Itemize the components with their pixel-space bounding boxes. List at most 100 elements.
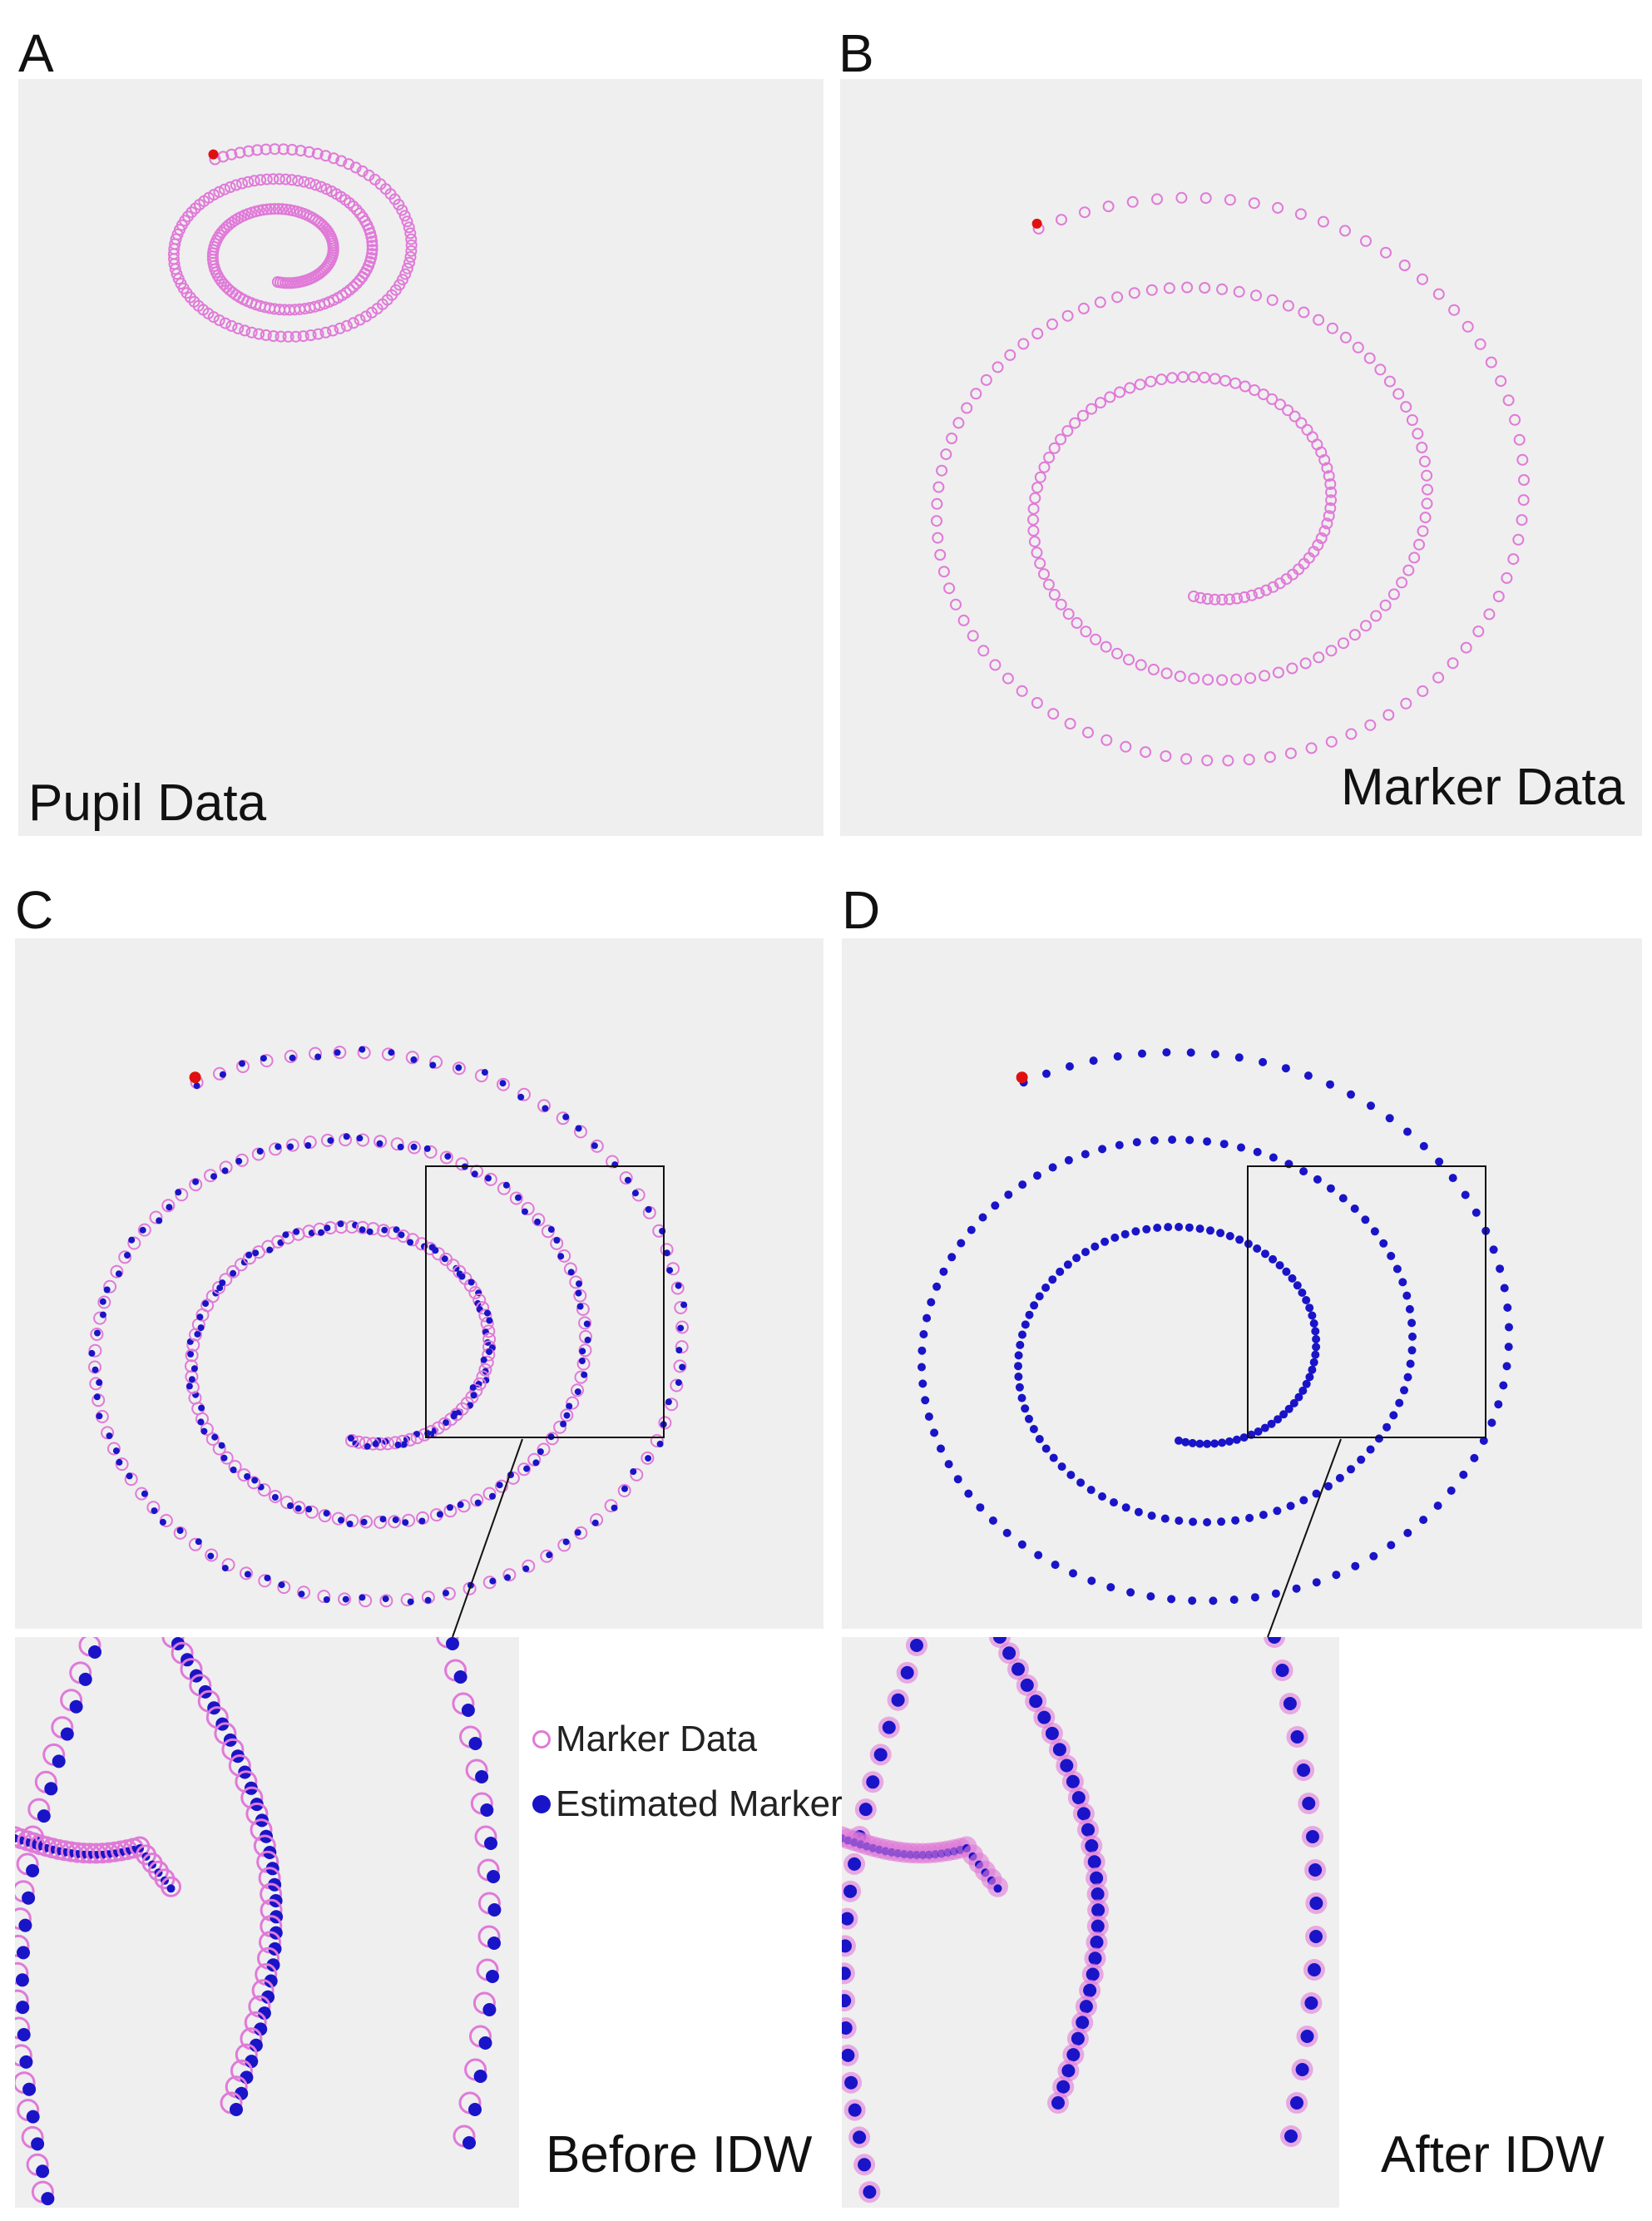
marker-point [1313, 651, 1325, 664]
estimated-point [1162, 1048, 1171, 1057]
pupil-data-plot [167, 143, 418, 343]
marker-point [275, 330, 287, 343]
estimated-point [444, 1153, 452, 1160]
marker-point [398, 210, 411, 222]
estimated-point [271, 1494, 279, 1501]
estimated-point [393, 1226, 400, 1234]
estimated-point [1461, 1190, 1470, 1200]
marker-point [331, 1511, 345, 1526]
marker-point [88, 1343, 102, 1358]
estimated-point [947, 1253, 957, 1262]
estimated-point [563, 1412, 571, 1419]
estimated-point [1435, 1157, 1444, 1166]
marker-point [1239, 380, 1251, 393]
estimated-point [1232, 1435, 1241, 1444]
estimated-point [1098, 1145, 1107, 1154]
marker-point [1123, 654, 1135, 665]
marker-point [1181, 281, 1194, 294]
estimated-point [1021, 1320, 1030, 1329]
marker-point [405, 233, 418, 245]
marker-point [1266, 294, 1279, 306]
marker-point [1298, 306, 1310, 319]
marker-point [1124, 382, 1136, 394]
marker-point [1305, 742, 1318, 754]
marker-point [1448, 304, 1461, 316]
marker-point [103, 1279, 117, 1294]
estimated-point [1168, 1135, 1177, 1145]
marker-point [282, 330, 294, 343]
marker-point [236, 177, 248, 190]
marker-point [431, 1421, 445, 1435]
marker-point [1360, 235, 1372, 247]
estimated-point [1034, 1551, 1043, 1560]
estimated-point [1313, 1175, 1322, 1184]
estimated-point [1035, 1435, 1044, 1443]
estimated-point [1134, 1507, 1143, 1516]
marker-point [1253, 587, 1265, 599]
marker-point [338, 1592, 352, 1606]
marker-point [1387, 588, 1400, 601]
estimated-point [1312, 1343, 1321, 1352]
marker-point [1396, 576, 1408, 589]
estimated-point [1279, 1410, 1288, 1419]
estimated-point [96, 1412, 103, 1420]
estimated-point [1017, 1393, 1026, 1402]
marker-point [658, 1416, 672, 1430]
marker-point [532, 1213, 546, 1227]
marker-point [1219, 374, 1231, 387]
estimated-point [88, 1349, 96, 1357]
marker-point [345, 1514, 359, 1528]
marker-point [1004, 349, 1016, 361]
marker-point [497, 1181, 511, 1195]
marker-point [381, 1047, 395, 1061]
marker-point [1264, 751, 1276, 764]
marker-point [273, 173, 285, 185]
estimated-point [476, 1306, 483, 1313]
marker-point [1111, 291, 1124, 304]
marker-point [931, 497, 943, 510]
marker-point [1111, 647, 1123, 660]
open-circle-icon [532, 1730, 551, 1749]
estimated-point [988, 1516, 997, 1525]
estimated-point [967, 1225, 976, 1234]
estimated-point [359, 1046, 366, 1053]
marker-point [1209, 593, 1221, 606]
estimated-point [1018, 1330, 1026, 1339]
marker-point [101, 1426, 115, 1440]
estimated-point [1081, 1248, 1090, 1257]
marker-point [1174, 670, 1186, 683]
marker-point [1027, 525, 1040, 537]
estimated-point [1239, 1433, 1249, 1442]
marker-point [359, 1594, 373, 1608]
marker-point [476, 1370, 490, 1384]
estimated-point [1293, 1281, 1302, 1290]
before-idw-overlay-plot [88, 1046, 689, 1608]
marker-point [1046, 318, 1058, 330]
estimated-point [675, 1282, 682, 1289]
estimated-point [957, 1239, 966, 1248]
estimated-point [1308, 1365, 1317, 1374]
estimated-point [318, 1229, 324, 1236]
estimated-point [1229, 1595, 1239, 1605]
marker-point [1492, 591, 1505, 602]
estimated-point [1505, 1323, 1513, 1332]
marker-point [334, 322, 346, 334]
marker-point [1502, 394, 1515, 407]
marker-point [285, 174, 298, 186]
estimated-point [1289, 1398, 1298, 1407]
marker-point [242, 145, 255, 157]
marker-point [617, 1484, 631, 1497]
marker-point [1061, 425, 1074, 438]
marker-point [269, 143, 281, 156]
marker-point [347, 200, 359, 212]
estimated-point [1311, 1350, 1320, 1359]
estimated-point [579, 1348, 586, 1355]
start-point [208, 149, 219, 160]
marker-point [1145, 284, 1158, 296]
estimated-point [584, 1336, 591, 1343]
estimated-point [1101, 1237, 1110, 1246]
marker-point [366, 248, 378, 260]
estimated-point [193, 1082, 200, 1090]
marker-point [1512, 533, 1525, 546]
marker-point [1339, 225, 1351, 237]
